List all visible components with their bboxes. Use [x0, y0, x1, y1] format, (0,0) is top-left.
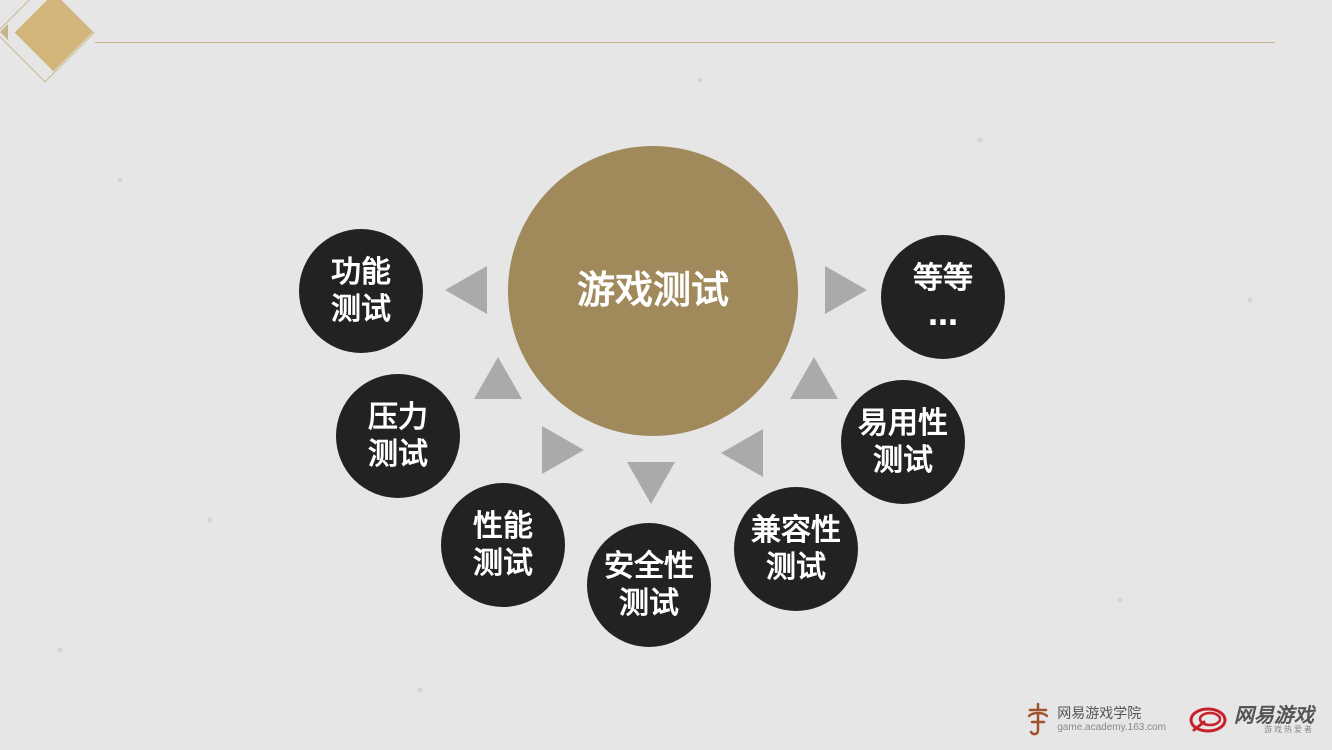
- node-usability-testing: 易用性 测试: [841, 380, 965, 504]
- arrow-to-security-icon: [627, 462, 675, 504]
- node-security-testing: 安全性 测试: [587, 523, 711, 647]
- academy-logo-icon: [1027, 702, 1049, 736]
- node-etc: 等等 …: [881, 235, 1005, 359]
- academy-url: game.academy.163.com: [1057, 722, 1166, 734]
- brand-name: 网易游戏: [1234, 703, 1314, 728]
- arrow-to-performance-icon: [542, 426, 584, 474]
- node-performance-testing: 性能 测试: [441, 483, 565, 607]
- node-stress-testing: 压力 测试: [336, 374, 460, 498]
- node-compatibility-testing: 兼容性 测试: [734, 487, 858, 611]
- arrow-to-usability-icon: [790, 357, 838, 399]
- arrow-to-stress-icon: [474, 357, 522, 399]
- header-divider: [95, 42, 1275, 43]
- brand-tagline: 游戏热爱者: [1264, 725, 1314, 735]
- netease-games-logo: 网易游戏 游戏热爱者: [1188, 704, 1314, 736]
- header-tick-icon: [0, 24, 8, 40]
- footer-logos: 网易游戏学院 game.academy.163.com 网易游戏 游戏热爱者: [1025, 702, 1314, 738]
- netease-games-logo-icon: [1189, 707, 1227, 733]
- academy-name: 网易游戏学院: [1057, 705, 1142, 722]
- academy-logo: 网易游戏学院 game.academy.163.com: [1025, 702, 1166, 738]
- arrow-to-functional-icon: [445, 266, 487, 314]
- arrow-to-etc-icon: [825, 266, 867, 314]
- arrow-to-compatibility-icon: [721, 429, 763, 477]
- node-functional-testing: 功能 测试: [299, 229, 423, 353]
- center-node: 游戏测试: [508, 146, 798, 436]
